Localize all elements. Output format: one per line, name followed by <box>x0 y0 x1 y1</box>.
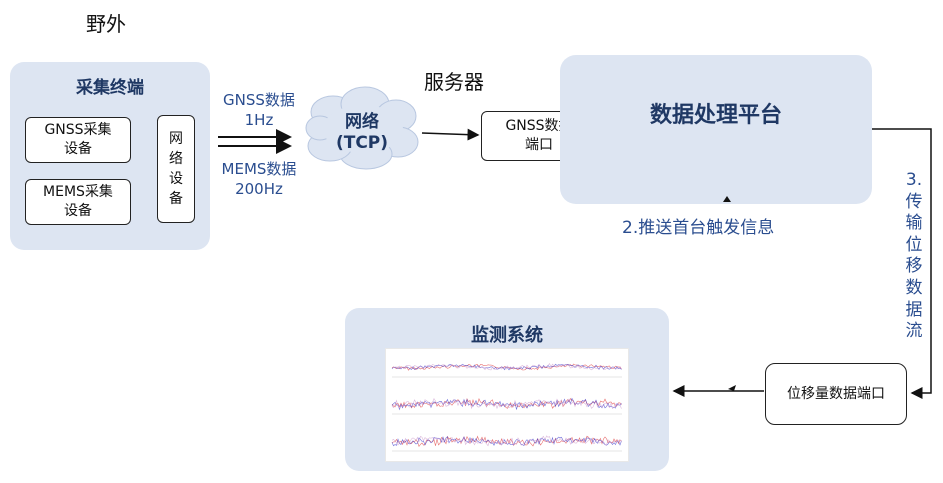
gnss-rate-label: GNSS数据 1Hz <box>223 91 295 129</box>
field-heading: 野外 <box>86 12 126 36</box>
displacement-port-box: 位移量数据端口 <box>765 363 907 425</box>
mems-device-box: MEMS采集 设备 <box>25 179 131 225</box>
transfer-label: 3. 传 输 位 移 数 据 流 <box>905 170 923 342</box>
waveform-trace <box>391 435 622 447</box>
waveform-trace <box>391 397 622 410</box>
monitor-title: 监测系统 <box>471 325 543 346</box>
cloud-label: 网络 (TCP) <box>335 112 389 153</box>
network-device-box: 网 络 设 备 <box>157 115 195 223</box>
platform-panel <box>560 55 872 204</box>
platform-title: 数据处理平台 <box>649 103 782 128</box>
waveform-thumbnail <box>385 348 629 462</box>
mems-rate-label: MEMS数据 200Hz <box>221 160 297 198</box>
waveform-chart <box>391 363 622 452</box>
waveform-trace <box>391 363 622 371</box>
push-label: 2.推送首台触发信息 <box>622 218 775 238</box>
server-heading: 服务器 <box>424 70 484 94</box>
waveform-trace <box>391 436 622 447</box>
collector-title: 采集终端 <box>76 78 144 98</box>
gnss-device-box: GNSS采集 设备 <box>25 117 131 163</box>
